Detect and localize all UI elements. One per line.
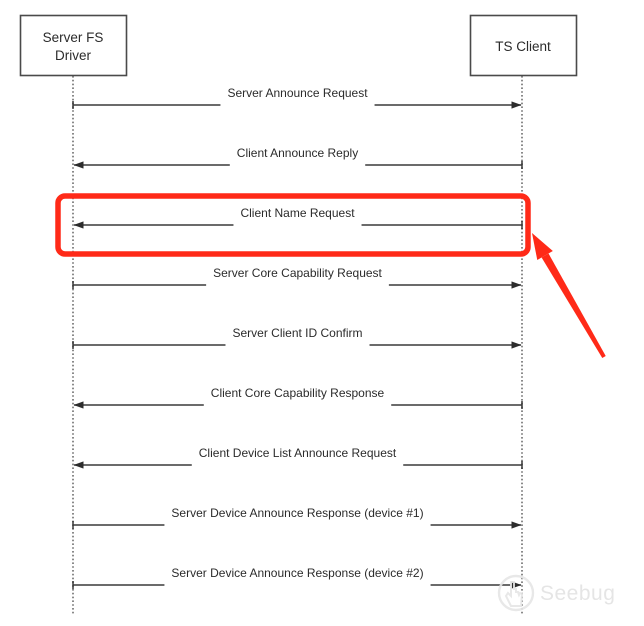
highlight-box — [55, 193, 531, 257]
participant-server[interactable]: Server FS Driver — [19, 14, 128, 77]
message-3[interactable]: Client Name Request — [73, 206, 523, 229]
message-label-6: Client Core Capability Response — [211, 386, 385, 400]
message-5[interactable]: Server Client ID Confirm — [72, 326, 522, 349]
message-8[interactable]: Server Device Announce Response (device … — [72, 506, 522, 529]
message-label-8: Server Device Announce Response (device … — [171, 506, 423, 520]
message-9[interactable]: Server Device Announce Response (device … — [72, 566, 522, 589]
message-1[interactable]: Server Announce Request — [72, 86, 522, 109]
message-4[interactable]: Server Core Capability Request — [72, 266, 522, 289]
message-label-3: Client Name Request — [240, 206, 355, 220]
participant-client[interactable]: TS Client — [469, 14, 578, 77]
participant-box-server[interactable] — [19, 14, 128, 77]
message-label-4: Server Core Capability Request — [213, 266, 382, 280]
pointer-arrow-icon — [532, 233, 606, 359]
watermark: Seebug — [497, 574, 615, 612]
message-7[interactable]: Client Device List Announce Request — [73, 446, 523, 469]
participant-box-client[interactable] — [469, 14, 578, 77]
message-label-1: Server Announce Request — [227, 86, 368, 100]
message-2[interactable]: Client Announce Reply — [73, 146, 523, 169]
participant-label-server-line1: Server FS — [43, 30, 104, 45]
message-label-2: Client Announce Reply — [237, 146, 358, 160]
participant-label-client-line1: TS Client — [495, 39, 551, 54]
message-label-5: Server Client ID Confirm — [232, 326, 362, 340]
message-6[interactable]: Client Core Capability Response — [73, 386, 523, 409]
watermark-text: Seebug — [540, 582, 615, 605]
watermark-hand-icon — [504, 581, 524, 607]
message-label-9: Server Device Announce Response (device … — [171, 566, 423, 580]
watermark-circle-icon — [497, 574, 535, 612]
participant-label-server-line2: Driver — [55, 48, 92, 63]
message-label-7: Client Device List Announce Request — [199, 446, 397, 460]
